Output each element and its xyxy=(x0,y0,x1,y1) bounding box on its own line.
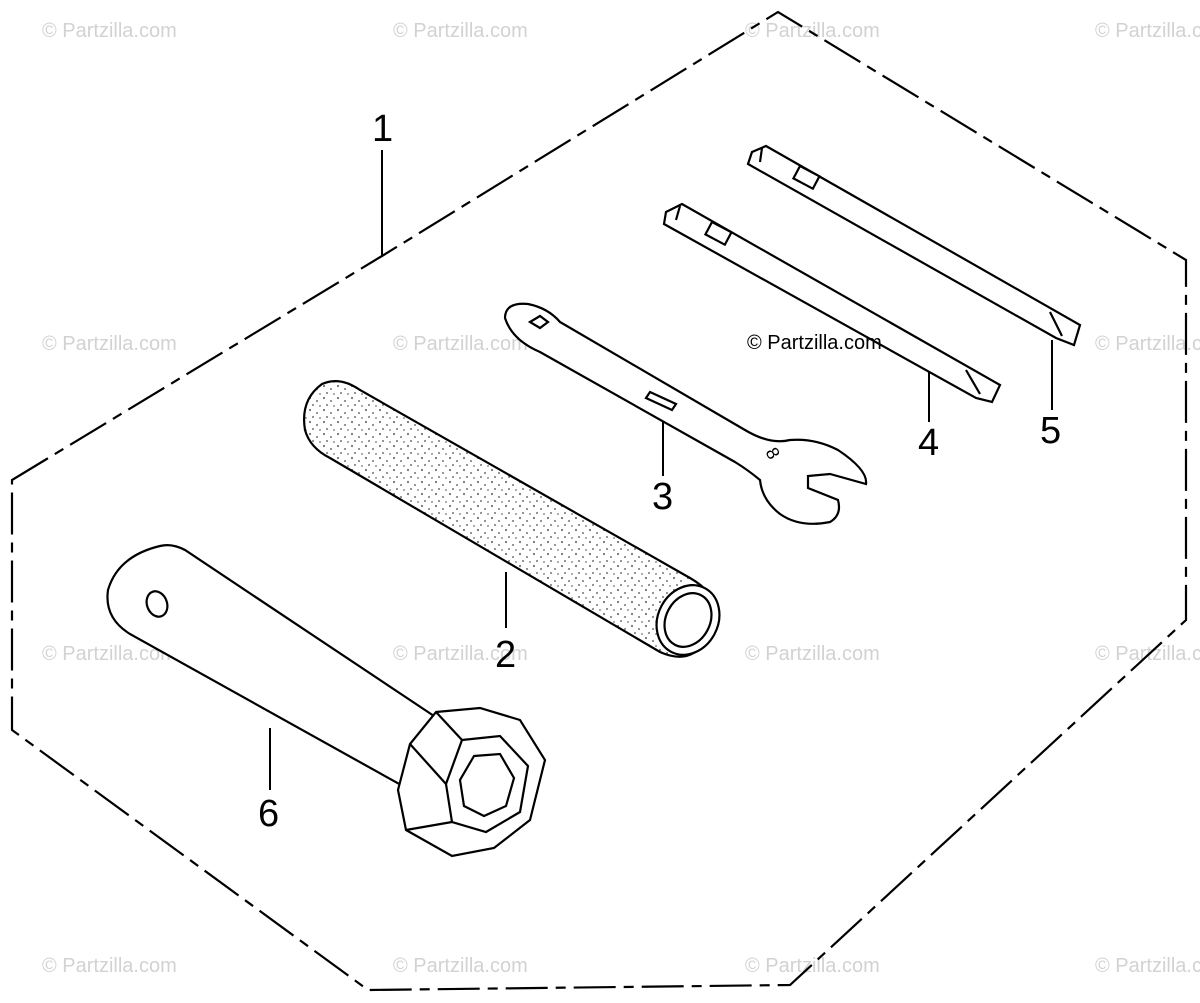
watermark: © Partzilla.com xyxy=(1095,333,1200,355)
watermark: © Partzilla.com xyxy=(393,20,528,42)
callout-3: 3 xyxy=(652,476,674,518)
watermark: © Partzilla.com xyxy=(42,955,177,977)
callout-6: 6 xyxy=(258,793,280,835)
watermark: © Partzilla.com xyxy=(393,955,528,977)
callout-2: 2 xyxy=(495,634,517,676)
watermark: © Partzilla.com xyxy=(1095,955,1200,977)
watermark: © Partzilla.com xyxy=(393,643,528,665)
watermark: © Partzilla.com xyxy=(1095,20,1200,42)
callout-5: 5 xyxy=(1040,410,1062,452)
watermark: © Partzilla.com xyxy=(42,643,177,665)
watermark: © Partzilla.com xyxy=(42,333,177,355)
watermark: © Partzilla.com xyxy=(745,643,880,665)
watermark: © Partzilla.com xyxy=(42,20,177,42)
callout-4: 4 xyxy=(918,422,940,464)
leader-lines xyxy=(269,150,1053,790)
watermark: © Partzilla.com xyxy=(745,20,880,42)
center-watermark: © Partzilla.com xyxy=(747,332,882,354)
pipe-2 xyxy=(303,379,721,658)
wrench-3: 8 xyxy=(503,302,868,525)
callout-1: 1 xyxy=(372,108,394,150)
kit-boundary xyxy=(10,10,1188,992)
watermark: © Partzilla.com xyxy=(393,333,528,355)
socket-wrench-6 xyxy=(106,544,547,858)
watermark: © Partzilla.com xyxy=(745,955,880,977)
screwdriver-4 xyxy=(662,202,1002,404)
screwdriver-5 xyxy=(746,144,1082,347)
